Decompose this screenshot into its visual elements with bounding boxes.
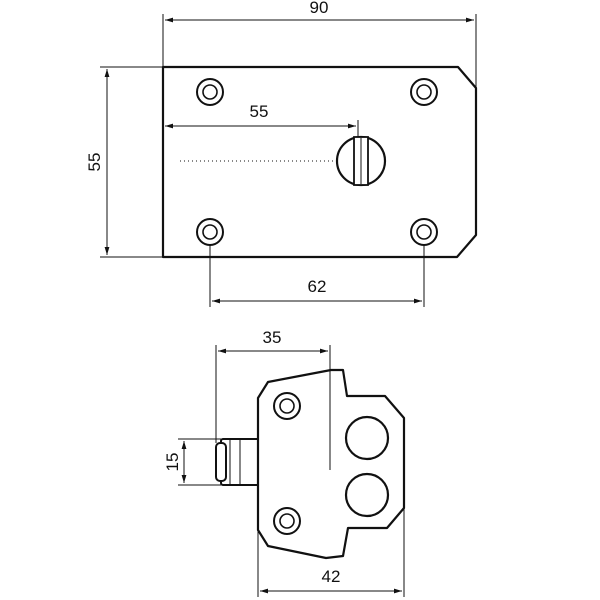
bolt [215, 438, 260, 486]
screw-hole-bottom-right [410, 218, 438, 246]
screw-hole-top-left [196, 78, 224, 106]
bore-lower [344, 472, 390, 518]
bore-upper [344, 415, 390, 461]
dim-holes-label: 62 [308, 277, 327, 296]
housing-screw-top [273, 392, 301, 420]
dim-keyhole-label: 55 [250, 102, 269, 121]
dim-height-label: 55 [85, 153, 104, 172]
dim-bolt-position-label: 35 [263, 328, 282, 347]
keyhole-knob [335, 135, 387, 187]
top-view: 90 55 55 [85, 0, 478, 307]
screw-hole-bottom-left [196, 218, 224, 246]
housing-screw-bottom [273, 507, 301, 535]
dim-body-width-label: 42 [322, 567, 341, 586]
dim-bolt-size-label: 15 [163, 453, 182, 472]
bottom-view: 35 15 42 [163, 328, 406, 597]
screw-hole-top-right [410, 78, 438, 106]
dim-width-label: 90 [310, 0, 329, 17]
